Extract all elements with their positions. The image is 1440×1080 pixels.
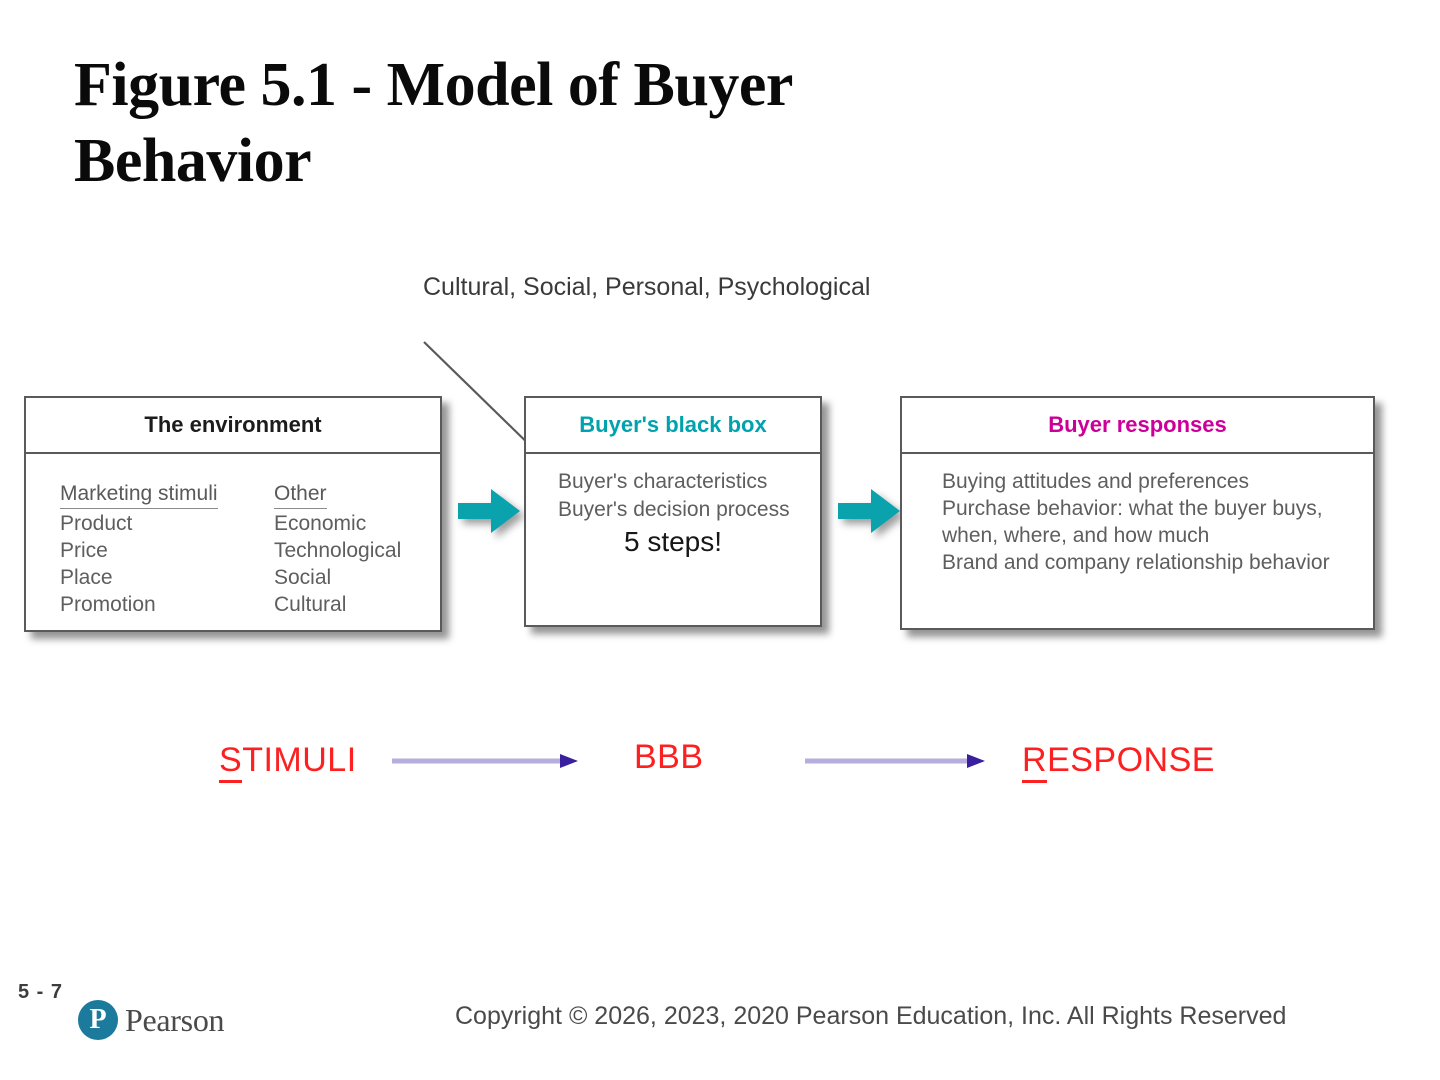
list-item: Place: [60, 566, 113, 590]
environment-box-header: The environment: [26, 398, 440, 454]
list-item: Purchase behavior: what the buyer buys,: [942, 497, 1323, 521]
annotation-stimuli: STIMULI: [219, 741, 357, 783]
annotation-response-rest: ESPONSE: [1047, 741, 1215, 779]
copyright-notice: Copyright © 2026, 2023, 2020 Pearson Edu…: [455, 1002, 1287, 1030]
annotation-response-initial: R: [1022, 741, 1048, 783]
list-item: Buyer's decision process: [558, 497, 790, 521]
annotation-bbb: BBB: [634, 738, 704, 776]
five-steps-annotation: 5 steps!: [623, 526, 723, 558]
pearson-wordmark: Pearson: [125, 1001, 225, 1038]
black-box: Buyer's black box Buyer's characteristic…: [524, 396, 822, 627]
list-item: Product: [60, 512, 133, 536]
right-block-arrow-icon: [838, 489, 900, 533]
black-box-header: Buyer's black box: [526, 398, 820, 454]
list-item: Brand and company relationship behavior: [942, 551, 1330, 575]
pearson-mark: P: [78, 1000, 118, 1040]
list-item: Price: [60, 539, 108, 563]
page-number: 5 - 7: [18, 981, 64, 1003]
list-item: Social: [274, 566, 332, 590]
environment-box: The environment Marketing stimuli Produc…: [24, 396, 442, 632]
annotation-stimuli-rest: TIMULI: [242, 741, 357, 779]
black-box-body: Buyer's characteristics Buyer's decision…: [526, 454, 820, 561]
list-item: Buyer's characteristics: [558, 470, 768, 493]
list-item: Technological: [274, 539, 402, 563]
list-item: Buying attitudes and preferences: [942, 470, 1250, 493]
column-heading-marketing-stimuli: Marketing stimuli: [60, 480, 218, 510]
list-item: Economic: [274, 512, 367, 536]
annotation-stimuli-initial: S: [219, 741, 243, 783]
right-arrow-icon: [805, 754, 985, 768]
column-heading-other: Other: [274, 480, 327, 510]
influences-caption: Cultural, Social, Personal, Psychologica…: [423, 273, 871, 301]
annotation-response: RESPONSE: [1022, 741, 1215, 783]
environment-column-marketing: Marketing stimuli Product Price Place Pr…: [60, 480, 274, 619]
environment-box-body: Marketing stimuli Product Price Place Pr…: [26, 454, 440, 619]
buyer-responses-box-body: Buying attitudes and preferences Purchas…: [902, 454, 1373, 576]
list-item: Cultural: [274, 592, 347, 616]
page-title: Figure 5.1 - Model of Buyer Behavior: [74, 51, 792, 195]
pearson-logo-icon: P Pearson: [78, 1000, 225, 1040]
right-arrow-icon: [392, 754, 578, 768]
list-item: Promotion: [60, 592, 156, 616]
list-item: when, where, and how much: [942, 524, 1210, 548]
right-block-arrow-icon: [458, 489, 520, 533]
buyer-responses-box: Buyer responses Buying attitudes and pre…: [900, 396, 1375, 630]
environment-column-other: Other Economic Technological Social Cult…: [274, 480, 434, 619]
buyer-responses-box-header: Buyer responses: [902, 398, 1373, 454]
